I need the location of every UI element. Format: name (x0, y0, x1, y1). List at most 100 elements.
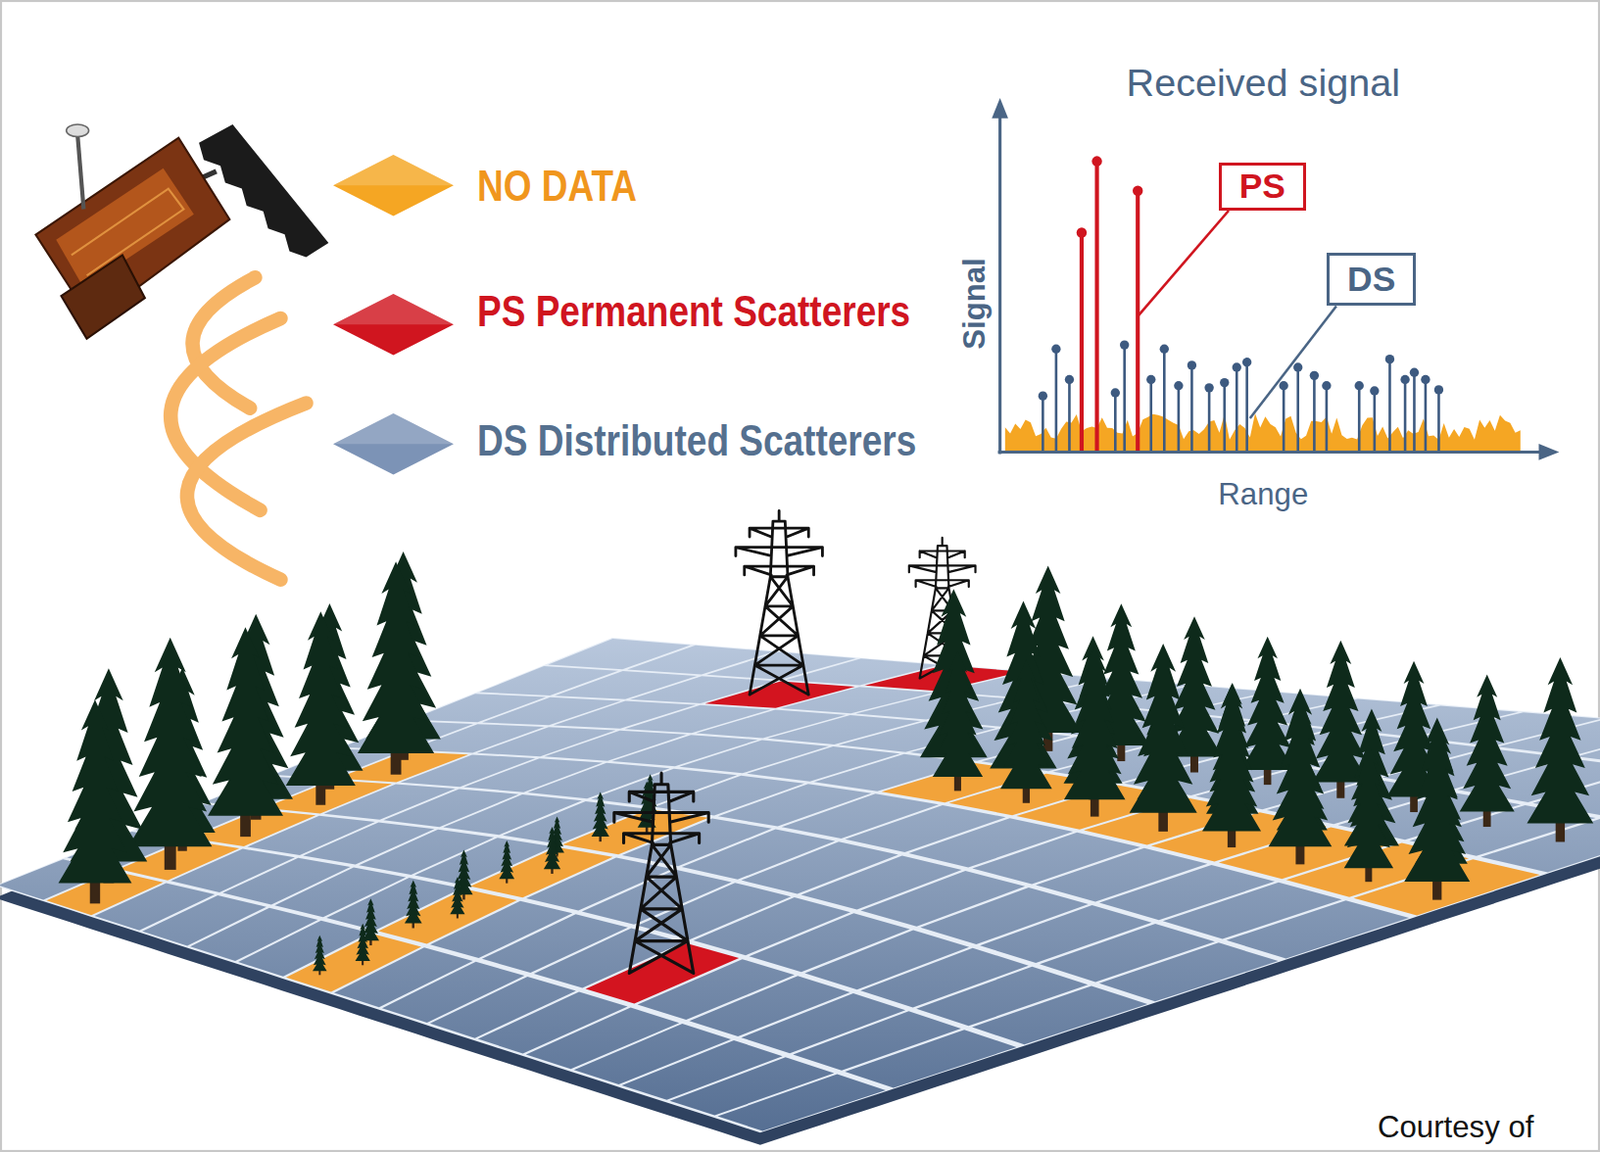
ds-peak (1388, 359, 1392, 453)
conifer-tree (58, 699, 133, 883)
ds-peak (1114, 392, 1117, 452)
satellite-detail (71, 189, 185, 277)
tree-trunk (1409, 795, 1418, 813)
wave-arc (187, 402, 306, 580)
ds-peak (1404, 379, 1407, 452)
ds-peak (1222, 383, 1226, 453)
ds-peak-dot (1293, 362, 1303, 372)
ground-scene (0, 510, 1600, 1145)
conifer-tree (1240, 636, 1295, 771)
conifer-tree (1268, 688, 1333, 848)
conifer-tree (1064, 646, 1126, 800)
tree-trunk (240, 814, 251, 837)
callout-box: PS (1218, 162, 1307, 211)
tree-trunk (1190, 754, 1199, 773)
axis-label: Range (1217, 478, 1309, 512)
satellite-module (60, 254, 145, 339)
conifer-tree (591, 792, 610, 838)
axis-arrow (1539, 443, 1560, 461)
conifer-tree (312, 935, 328, 971)
ps-peak (1094, 161, 1099, 453)
chart-title: Received signal (1126, 62, 1401, 106)
ps-peak-dot (1091, 155, 1102, 166)
conifer-tree (1311, 640, 1369, 783)
tree-trunk (1090, 797, 1100, 817)
ds-peak-dot (1232, 362, 1242, 372)
antenna-dish (66, 124, 90, 137)
ds-peak (1296, 367, 1300, 452)
conifer-tree (355, 923, 371, 962)
ps-peak-dot (1132, 186, 1143, 196)
ds-peak (1055, 348, 1059, 452)
conifer-tree (1129, 643, 1198, 814)
conifer-tree (498, 840, 515, 879)
x-axis (998, 450, 1544, 454)
ds-peak-dot (1278, 381, 1288, 390)
legend-diamond (333, 154, 454, 217)
ds-peak (1122, 344, 1126, 452)
ds-peak-dot (1065, 375, 1074, 385)
ds-peak-dot (1051, 344, 1061, 354)
legend-swatch (332, 153, 455, 218)
signal-chart (991, 97, 1559, 461)
ds-peak-dot (1038, 390, 1048, 400)
ds-peak-dot (1187, 360, 1197, 370)
legend-diamond (333, 293, 454, 356)
legend-swatch (332, 292, 455, 357)
tree-trunk (1263, 768, 1272, 785)
conifer-tree (449, 876, 465, 915)
ds-peak-dot (1111, 387, 1120, 397)
ds-peak (1373, 390, 1377, 452)
conifer-tree (1202, 683, 1261, 831)
tree-trunk (1555, 822, 1565, 843)
conifer-tree (543, 826, 561, 870)
legend-text: PS Permanent Scatterers (477, 288, 911, 336)
ds-peak (1163, 348, 1166, 452)
radar-waves (170, 277, 306, 580)
distributed-scatterer-tile (1480, 819, 1600, 873)
tree-trunk (1022, 786, 1030, 804)
tree-trunk (90, 880, 100, 904)
distributed-scatterer-tile (844, 1029, 1017, 1088)
ds-peak (1067, 379, 1071, 452)
antenna-mast (77, 134, 84, 209)
ds-peak (1177, 386, 1181, 453)
conifer-tree (286, 611, 356, 786)
ds-peak (1190, 365, 1194, 453)
ds-peak-dot (1434, 385, 1444, 394)
conifer-tree (1526, 657, 1594, 825)
ds-peak (1041, 395, 1045, 452)
ds-peak (1357, 386, 1361, 453)
callout-text: PS (1239, 167, 1286, 206)
distributed-scatterer-tile (717, 1074, 886, 1132)
conifer-tree (357, 561, 435, 754)
distributed-scatterer-tile (971, 985, 1148, 1045)
conifer-tree (404, 880, 423, 924)
ds-peak-dot (1146, 375, 1156, 385)
power-pylon (614, 773, 709, 973)
ds-peak (1235, 367, 1239, 452)
ps-peak-dot (1076, 227, 1087, 238)
ds-peak-dot (1385, 354, 1395, 364)
ps-peak (1135, 191, 1140, 453)
diamond-highlight (333, 293, 454, 325)
tree-trunk (1336, 780, 1345, 799)
ds-peak-dot (1321, 381, 1331, 390)
satellite (35, 124, 329, 340)
ds-peak (1208, 387, 1212, 453)
tree-trunk (954, 775, 962, 791)
ds-peak-dot (1409, 368, 1419, 378)
conifer-tree (128, 637, 212, 847)
ds-peak (1149, 379, 1153, 452)
distributed-scatterer-tile (1226, 900, 1410, 959)
ds-peak-dot (1219, 378, 1229, 388)
y-axis (998, 114, 1002, 455)
ds-peak (1245, 362, 1249, 453)
conifer-tree (1000, 660, 1053, 790)
leader-line (1250, 305, 1337, 419)
legend-diamond (333, 413, 454, 476)
conifer-tree (1344, 744, 1394, 869)
legend-text: NO DATA (477, 161, 637, 209)
